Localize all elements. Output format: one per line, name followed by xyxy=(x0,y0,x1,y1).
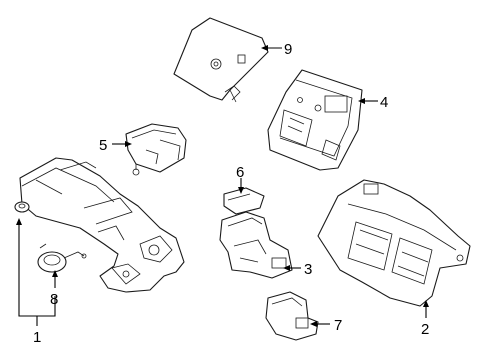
leader-lines xyxy=(16,45,429,327)
part-5-connector xyxy=(125,123,187,176)
callout-4: 4 xyxy=(380,94,388,111)
callout-1: 1 xyxy=(33,329,41,346)
callout-8: 8 xyxy=(50,291,58,308)
part-8-buzzer xyxy=(37,243,87,273)
callout-5: 5 xyxy=(99,137,107,154)
callout-2: 2 xyxy=(421,321,429,338)
callout-7: 7 xyxy=(334,317,342,334)
part-3-bracket xyxy=(219,211,293,279)
part-7-bracket xyxy=(265,291,319,341)
part-4-relay-block xyxy=(267,69,363,171)
callout-9: 9 xyxy=(284,41,292,58)
callout-3: 3 xyxy=(304,261,312,278)
part-1-junction-box xyxy=(14,157,185,293)
part-6-clip xyxy=(223,187,265,215)
part-9-bracket xyxy=(173,17,269,103)
part-2-fuse-block xyxy=(317,179,471,307)
callout-6: 6 xyxy=(236,164,244,181)
